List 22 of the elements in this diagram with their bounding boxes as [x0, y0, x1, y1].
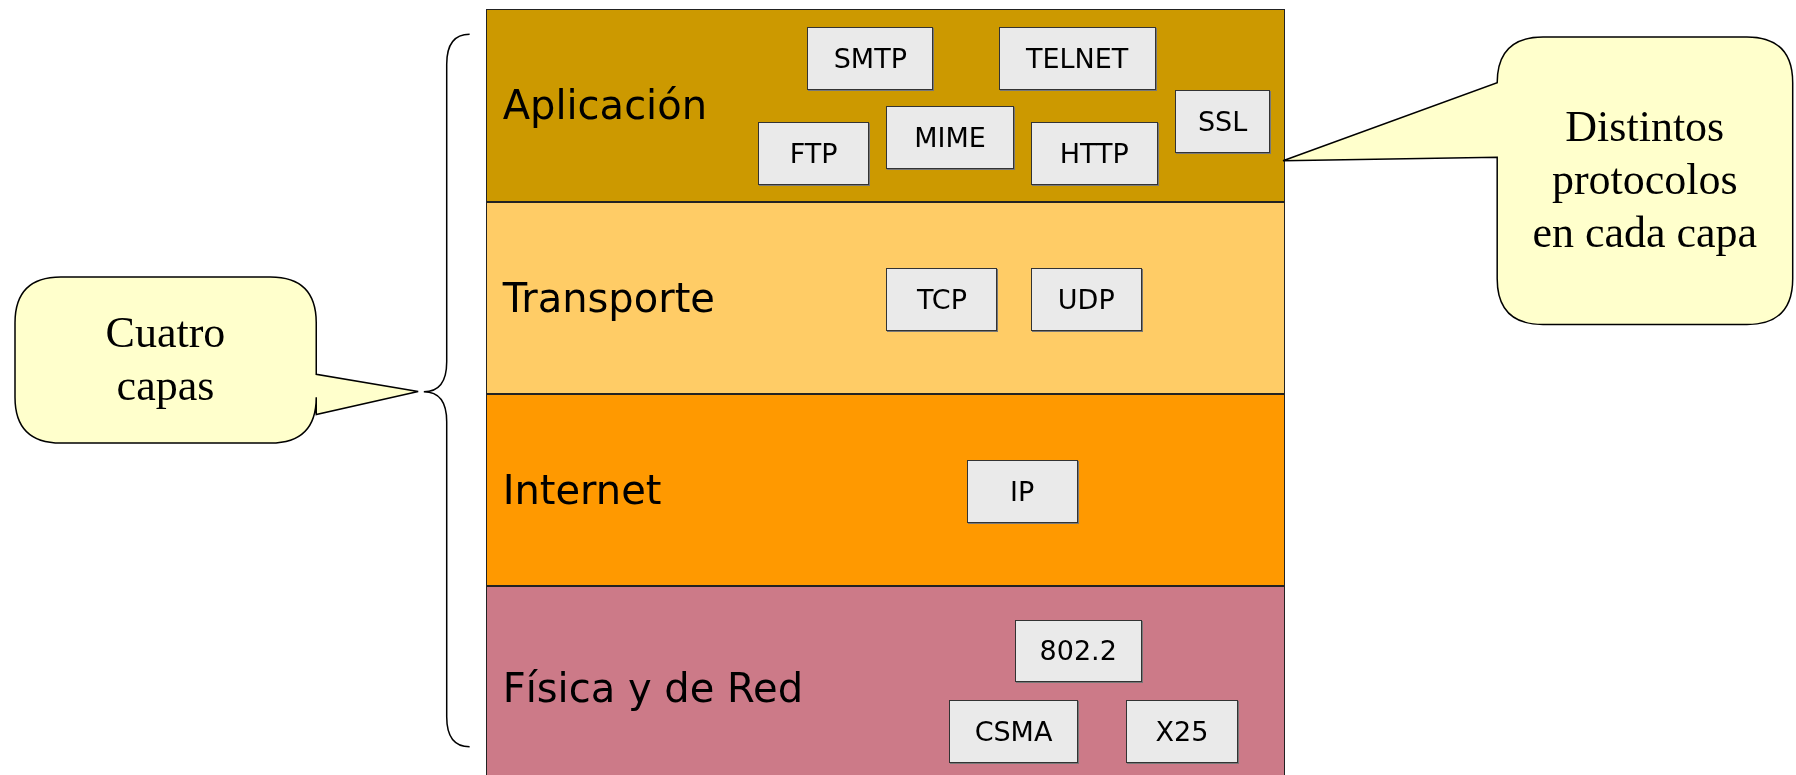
layer-name: Aplicación: [502, 81, 708, 131]
layer-band: [485, 9, 1286, 202]
protocol-label: TCP: [886, 267, 998, 331]
protocol-label: SMTP: [807, 27, 934, 91]
callout-text: Cuatro capas: [104, 307, 227, 413]
protocol-label: SSL: [1175, 90, 1271, 154]
layer-name: Internet: [502, 466, 662, 516]
protocol-label: IP: [966, 460, 1078, 524]
protocol-label: MIME: [886, 106, 1014, 170]
layer-name: Física y de Red: [502, 664, 804, 714]
protocol-label: X25: [1125, 699, 1238, 763]
protocol-label: HTTP: [1030, 122, 1158, 186]
protocol-label: UDP: [1030, 267, 1142, 331]
layer-band: [485, 201, 1286, 394]
layer-name: Transporte: [502, 273, 715, 323]
protocol-label: FTP: [758, 122, 870, 186]
callout-text: Distintos protocolos en cada capa: [1531, 101, 1759, 259]
layer-band: [485, 394, 1286, 587]
protocol-label: CSMA: [949, 699, 1078, 763]
protocol-label: 802.2: [1014, 619, 1142, 683]
layer-band: [485, 586, 1286, 775]
protocol-label: TELNET: [998, 27, 1156, 91]
